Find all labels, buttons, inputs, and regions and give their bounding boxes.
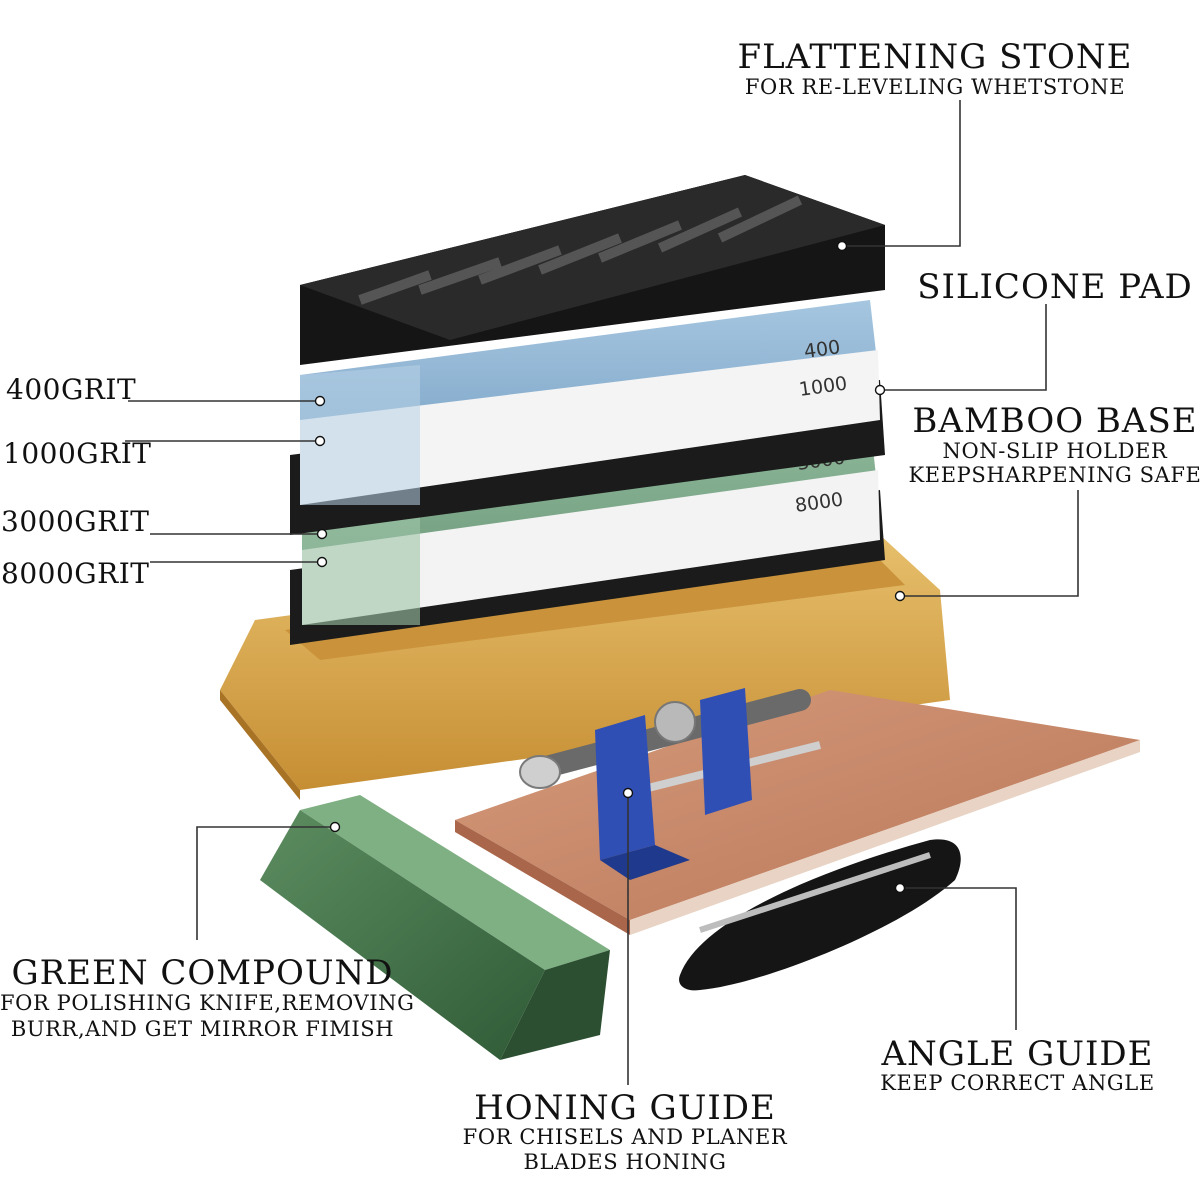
grit-label-3000: 3000GRIT [1, 505, 150, 538]
marker-dots [314, 240, 906, 894]
silicone-pad-title: SILICONE PAD [917, 267, 1193, 307]
flattening-stone [300, 175, 885, 365]
bamboo-base-line2: KEEPSHARPENING SAFE [908, 463, 1200, 487]
leader-lines [125, 100, 1079, 1085]
honing-guide-title: HONING GUIDE [474, 1088, 776, 1128]
green-compound-line1: FOR POLISHING KNIFE,REMOVING [0, 991, 415, 1015]
bamboo-base-line1: NON-SLIP HOLDER [942, 439, 1168, 463]
angle-guide-title: ANGLE GUIDE [881, 1034, 1154, 1074]
bamboo-base-title: BAMBOO BASE [912, 401, 1198, 441]
grit-label-1000: 1000GRIT [3, 437, 152, 470]
honing-guide-line2: BLADES HONING [523, 1150, 727, 1174]
green-compound-title: GREEN COMPOUND [11, 953, 394, 993]
green-compound-bar [260, 795, 610, 1060]
grit-label-400: 400GRIT [6, 373, 137, 406]
honing-guide [519, 688, 821, 880]
stone-marking-400: 400 [803, 336, 842, 363]
angle-guide [679, 839, 961, 991]
green-compound-line2: BURR,AND GET MIRROR FIMISH [10, 1017, 395, 1041]
angle-guide-subtitle: KEEP CORRECT ANGLE [880, 1071, 1155, 1095]
grit-label-8000: 8000GRIT [1, 557, 150, 590]
flattening-stone-subtitle: FOR RE-LEVELING WHETSTONE [744, 75, 1126, 99]
flattening-stone-title: FLATTENING STONE [737, 37, 1133, 77]
whetstone-400-1000: 400 1000 [290, 300, 885, 535]
honing-guide-line1: FOR CHISELS AND PLANER [462, 1125, 788, 1149]
